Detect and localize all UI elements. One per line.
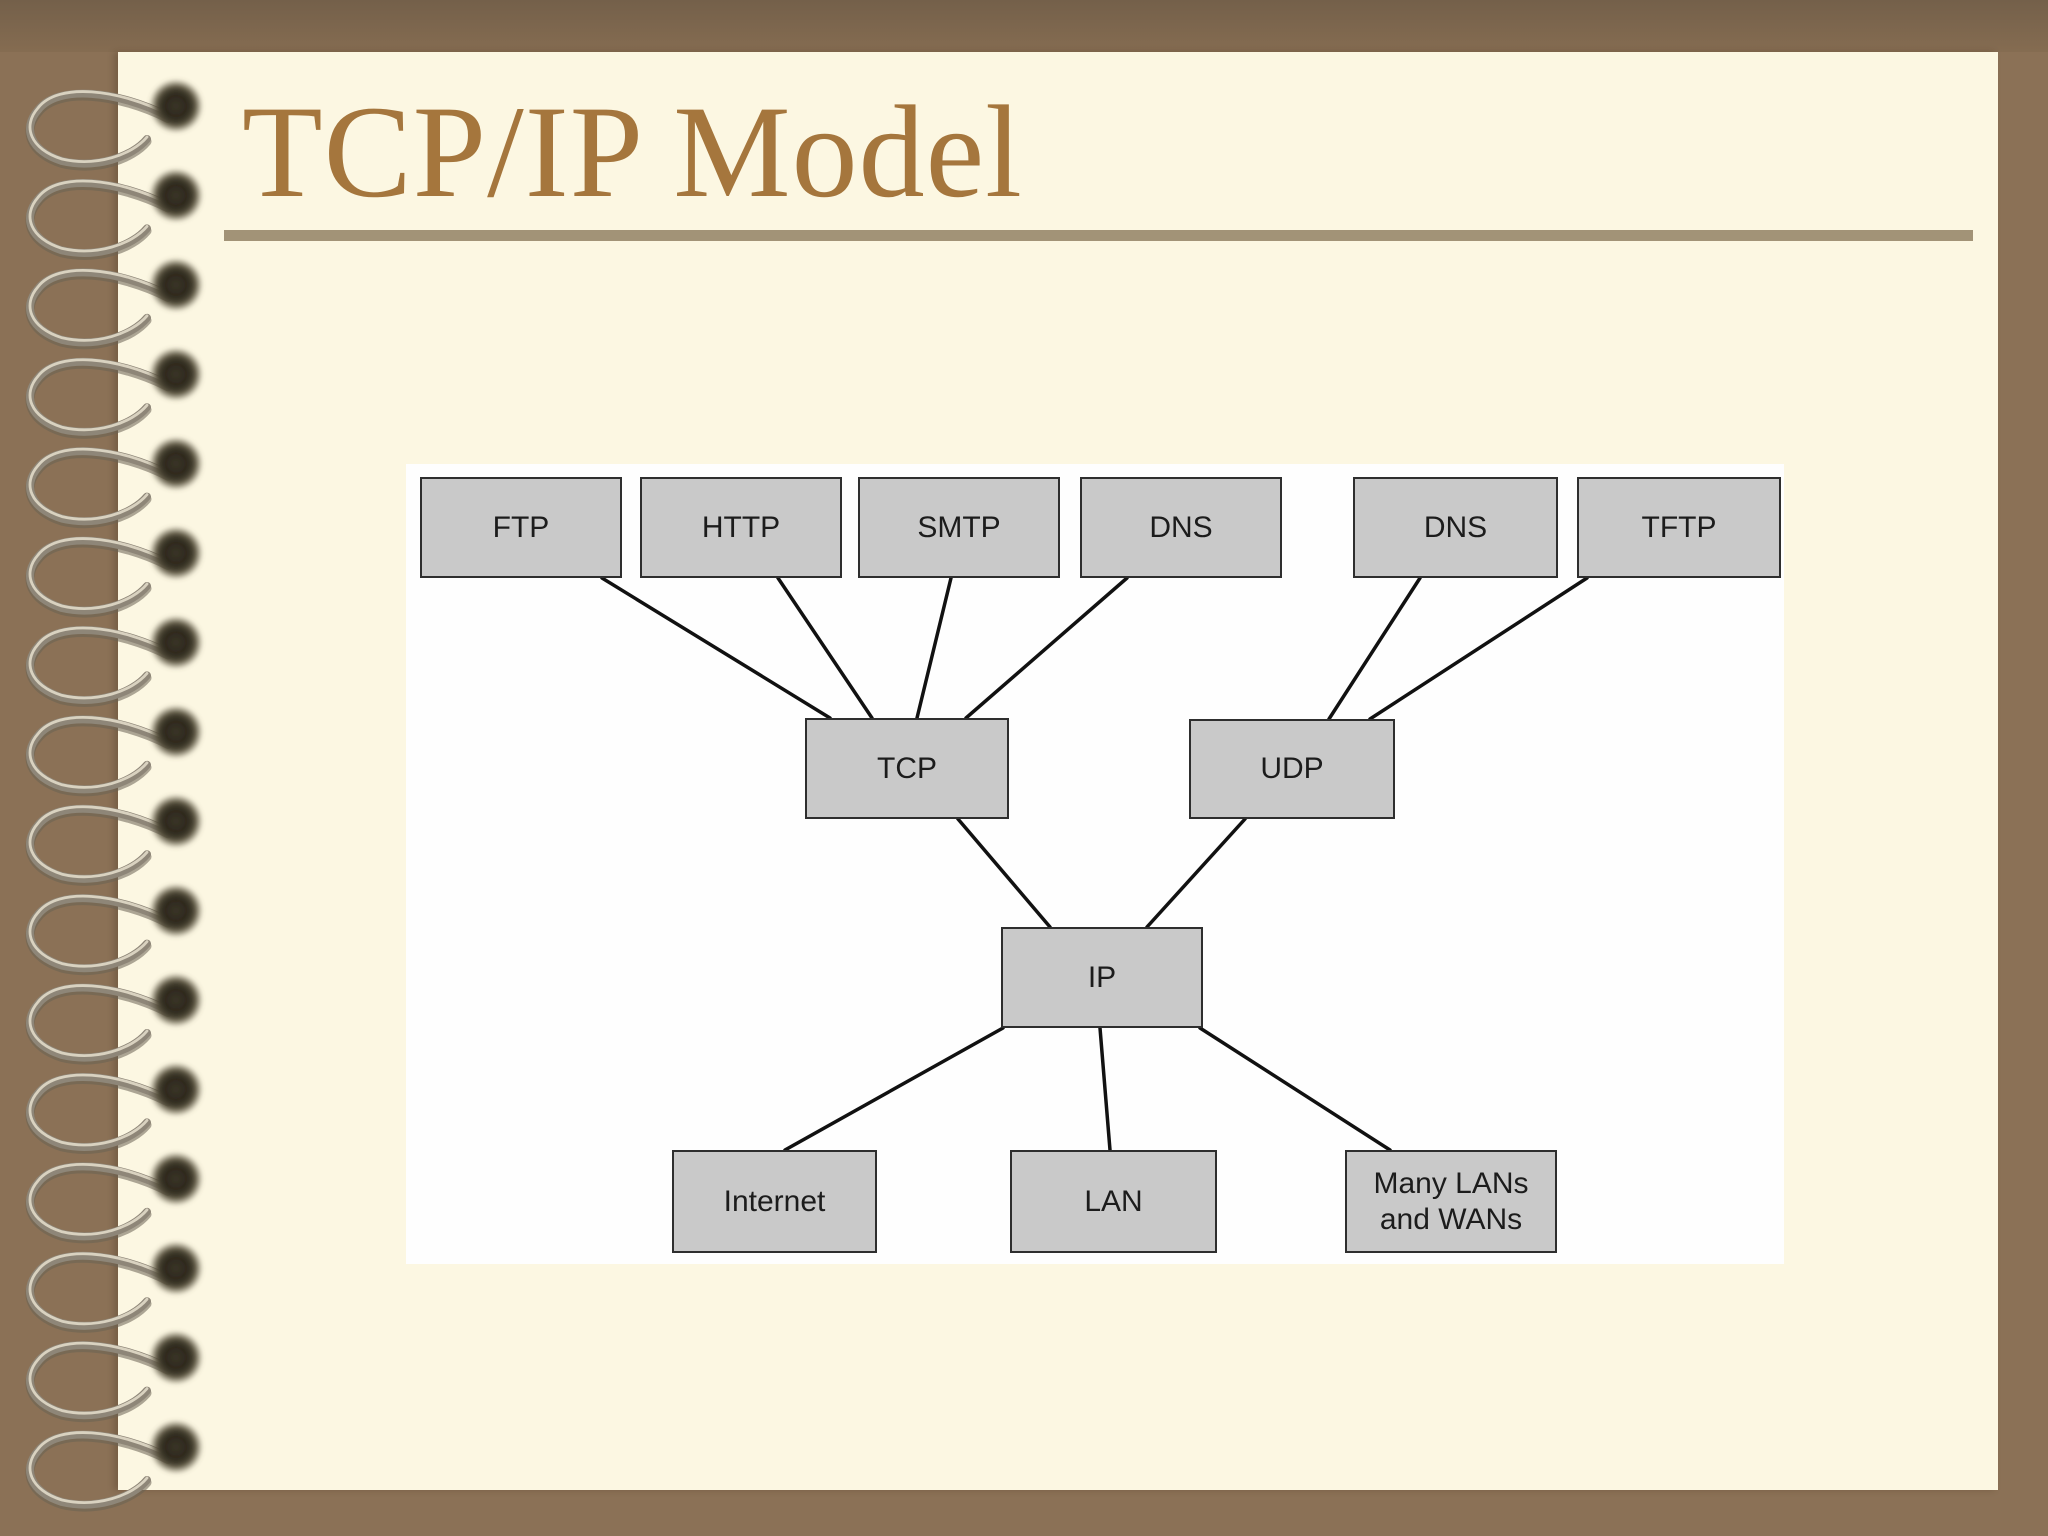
edge bbox=[1368, 576, 1589, 721]
edge bbox=[1198, 1026, 1392, 1152]
edge bbox=[783, 1026, 1005, 1152]
edge-lines bbox=[600, 576, 1589, 1152]
edge bbox=[776, 576, 874, 720]
title-underline bbox=[224, 230, 1973, 241]
node-udp: UDP bbox=[1189, 719, 1395, 819]
node-ftp: FTP bbox=[420, 477, 622, 578]
edge bbox=[1145, 817, 1247, 929]
node-lan: LAN bbox=[1010, 1150, 1217, 1253]
node-dns-2: DNS bbox=[1353, 477, 1558, 578]
node-tcp: TCP bbox=[805, 718, 1009, 819]
edge bbox=[915, 576, 953, 720]
edge bbox=[600, 576, 832, 720]
notebook-page: TCP/IP Model FTP HTTP bbox=[118, 52, 1998, 1490]
edge bbox=[964, 576, 1129, 720]
node-http: HTTP bbox=[640, 477, 842, 578]
node-internet: Internet bbox=[672, 1150, 877, 1253]
edge bbox=[956, 817, 1052, 929]
top-margin-band bbox=[0, 0, 2048, 52]
edge bbox=[1098, 1026, 1112, 1152]
page-title: TCP/IP Model bbox=[242, 78, 1023, 225]
node-many-lans-wans: Many LANs and WANs bbox=[1345, 1150, 1557, 1253]
node-smtp: SMTP bbox=[858, 477, 1060, 578]
node-dns-1: DNS bbox=[1080, 477, 1282, 578]
node-tftp: TFTP bbox=[1577, 477, 1781, 578]
edge bbox=[1327, 576, 1422, 721]
node-ip: IP bbox=[1001, 927, 1203, 1028]
diagram-panel: FTP HTTP SMTP DNS DNS TFTP TCP UDP IP In… bbox=[406, 464, 1784, 1264]
